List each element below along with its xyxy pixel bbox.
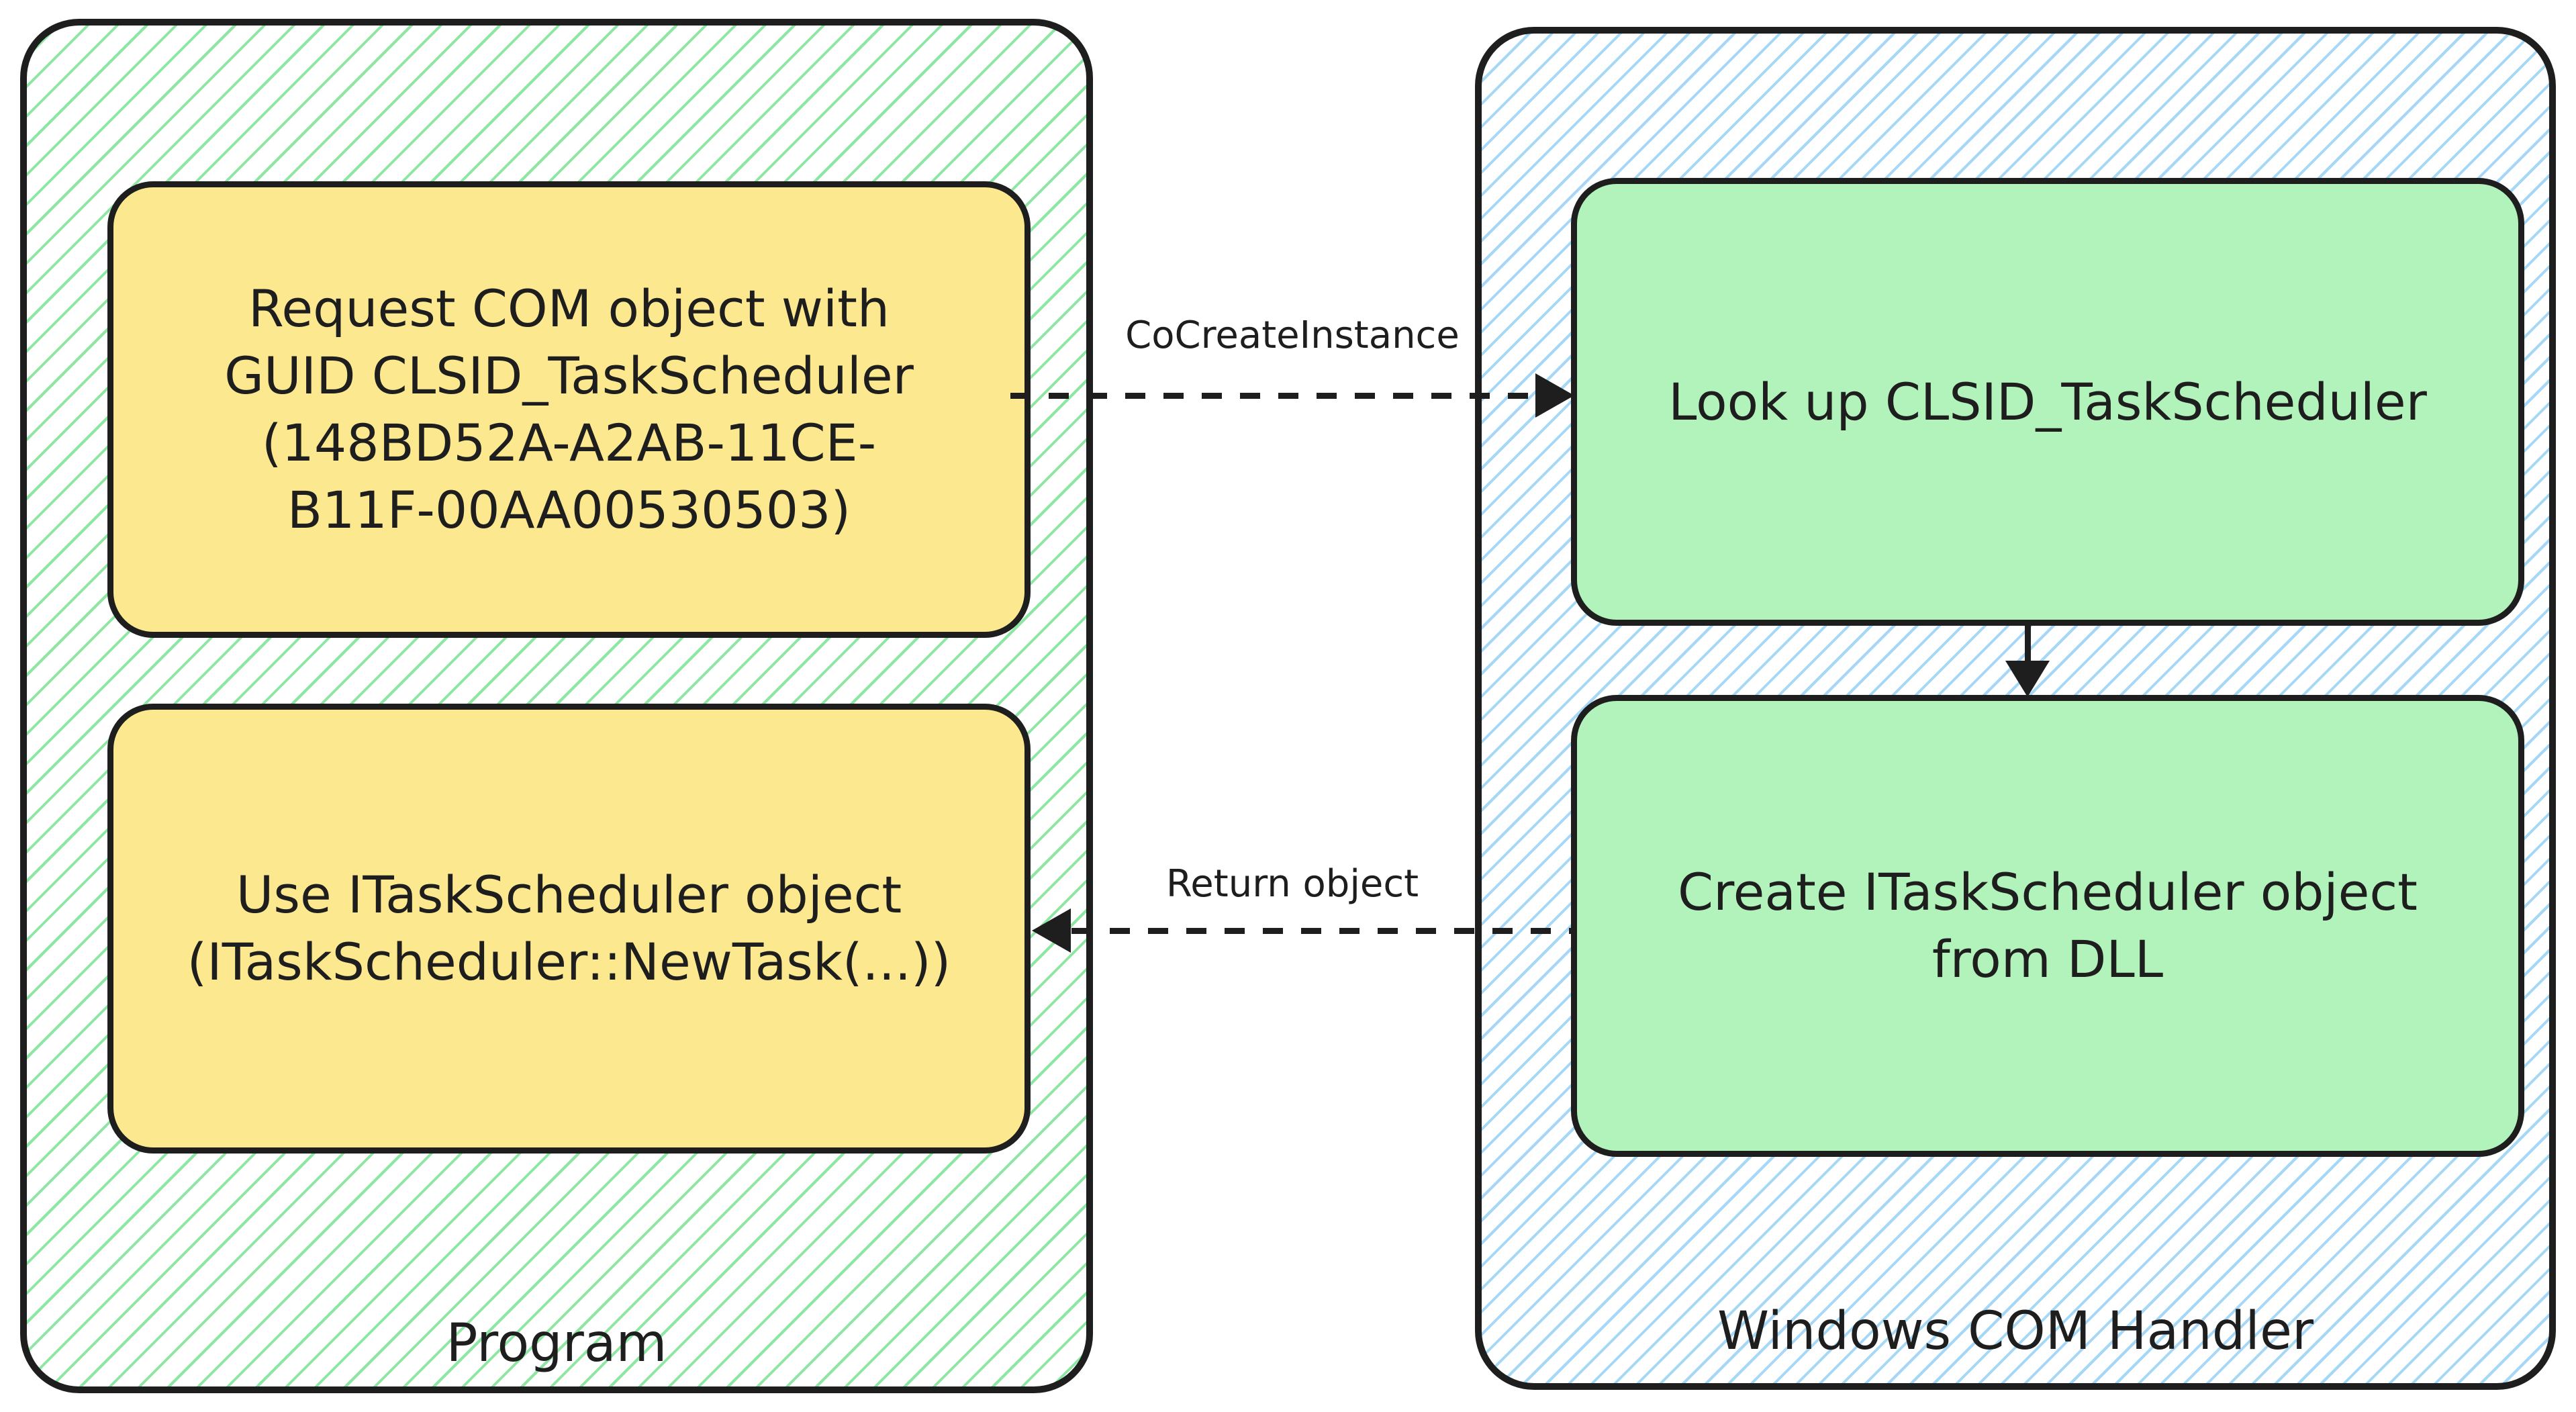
cocreateinstance-arrowhead-icon	[1535, 373, 1574, 418]
program-label: Program	[446, 1313, 667, 1374]
cocreateinstance-arrow-line	[1010, 393, 1547, 399]
return-object-arrow-line	[1071, 928, 1571, 934]
return-object-arrowhead-icon	[1032, 908, 1071, 953]
use-itaskscheduler-text: Use ITaskScheduler object (ITaskSchedule…	[187, 865, 951, 992]
create-itaskscheduler-box: Create ITaskScheduler object from DLL	[1571, 695, 2524, 1157]
cocreateinstance-arrow-label: CoCreateInstance	[1125, 314, 1460, 357]
program-container: Request COM object with GUID CLSID_TaskS…	[20, 19, 1093, 1393]
lookup-clsid-text: Look up CLSID_TaskScheduler	[1668, 371, 2427, 432]
request-com-object-box: Request COM object with GUID CLSID_TaskS…	[107, 181, 1031, 638]
return-object-arrow-label: Return object	[1165, 862, 1419, 906]
com-handler-label: Windows COM Handler	[1717, 1301, 2314, 1362]
request-com-object-text: Request COM object with GUID CLSID_TaskS…	[224, 279, 914, 540]
com-handler-container: Look up CLSID_TaskScheduler Create ITask…	[1475, 27, 2556, 1390]
create-itaskscheduler-text: Create ITaskScheduler object from DLL	[1678, 862, 2418, 989]
lookup-to-create-arrowhead-icon	[2005, 661, 2050, 697]
lookup-to-create-arrow-line	[2025, 625, 2031, 663]
use-itaskscheduler-box: Use ITaskScheduler object (ITaskSchedule…	[107, 704, 1031, 1154]
lookup-clsid-box: Look up CLSID_TaskScheduler	[1571, 178, 2524, 626]
